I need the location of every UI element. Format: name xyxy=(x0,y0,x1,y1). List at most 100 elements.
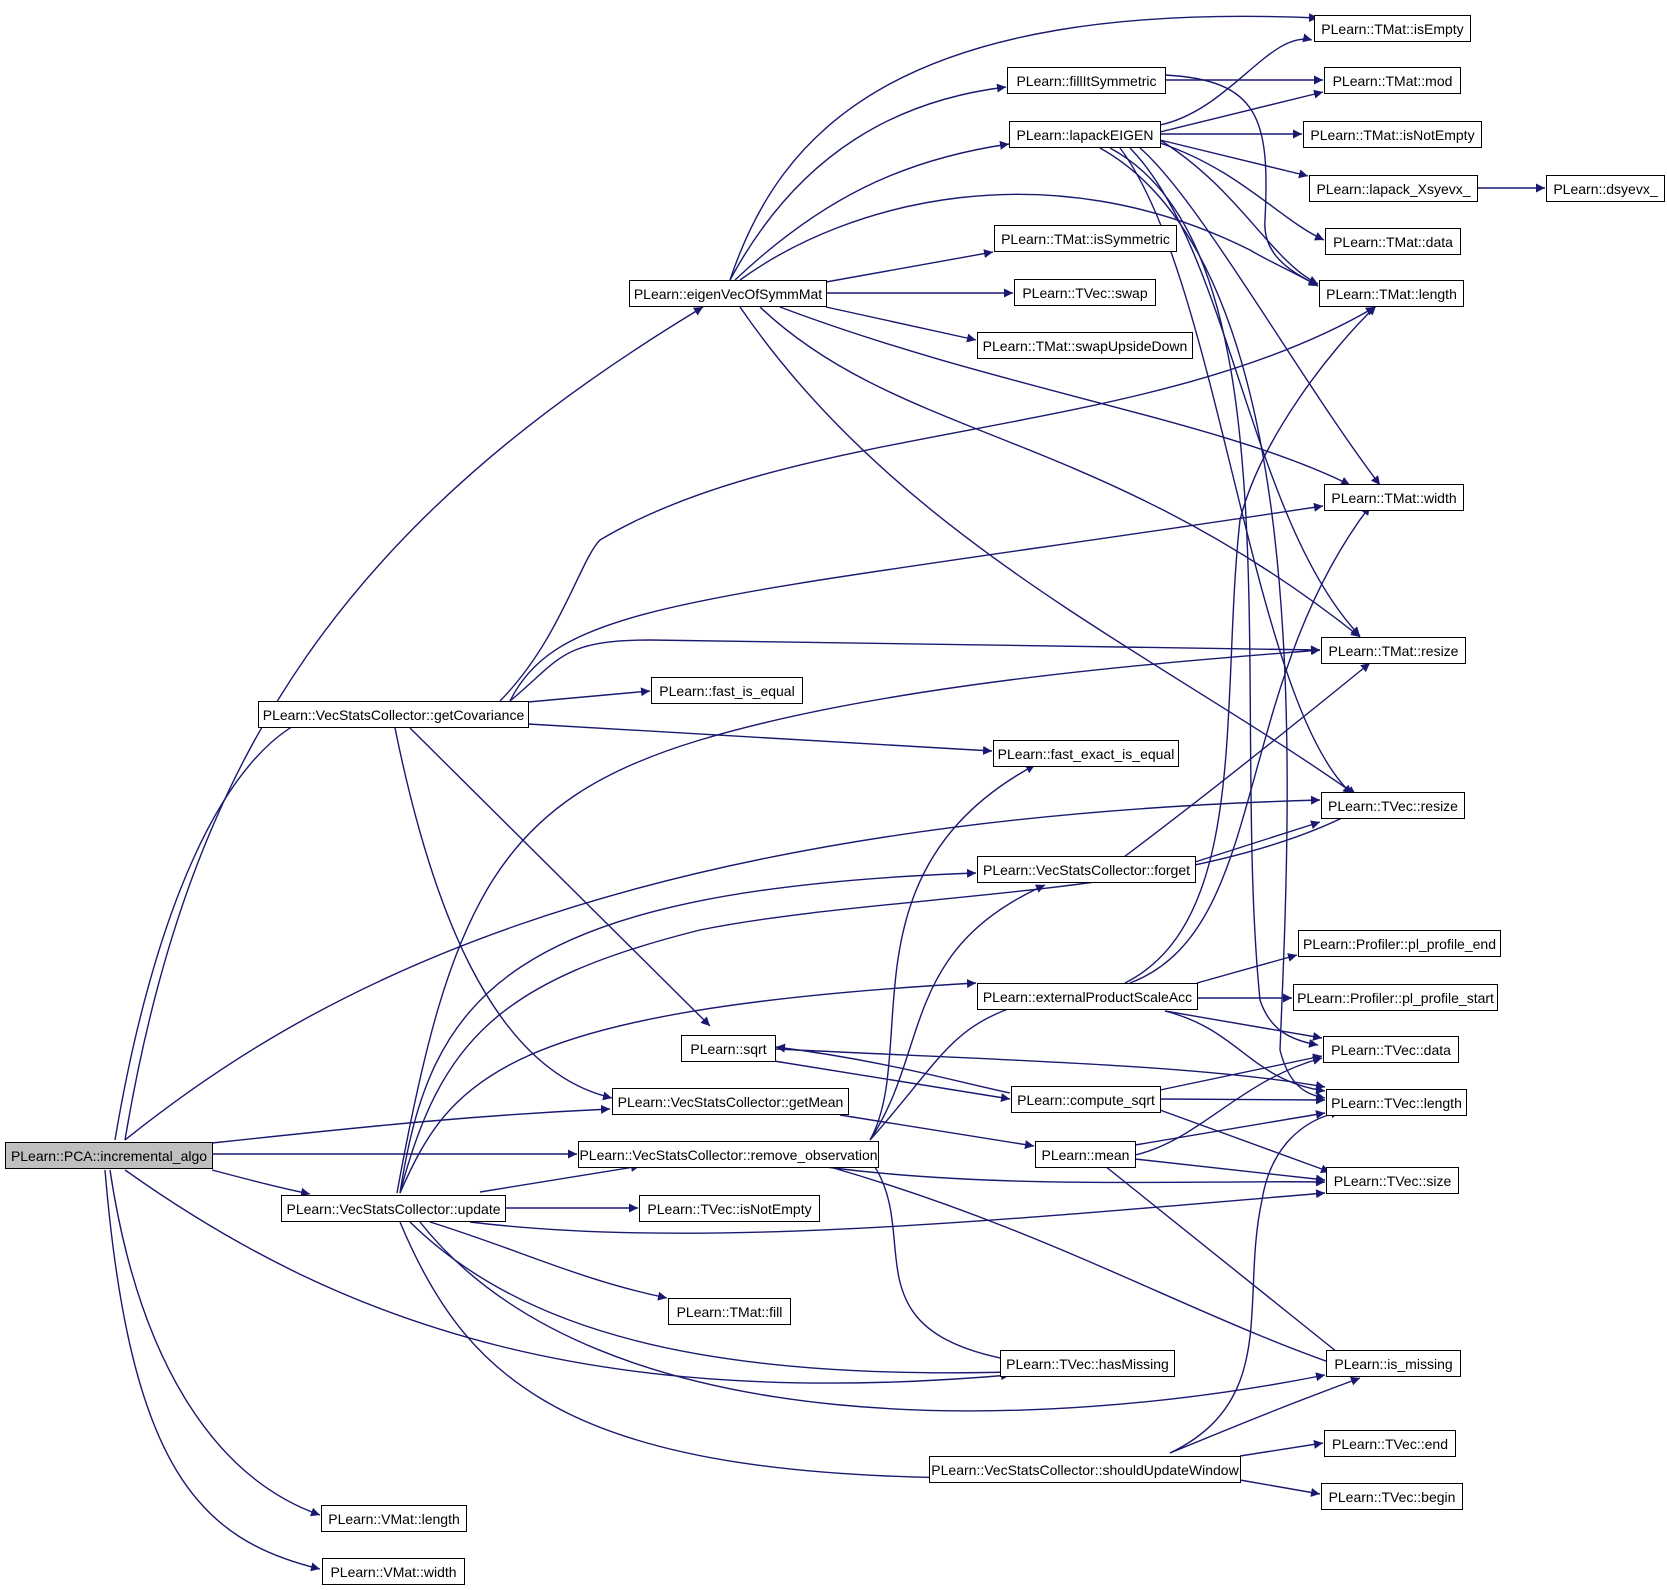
node-tmat-resize[interactable]: PLearn::TMat::resize xyxy=(1321,637,1466,664)
node-pl-profile-end[interactable]: PLearn::Profiler::pl_profile_end xyxy=(1298,930,1501,957)
edge-shouldupdate-ismissing xyxy=(1169,1376,1361,1454)
node-tmat-issymmetric[interactable]: PLearn::TMat::isSymmetric xyxy=(994,225,1177,252)
edge-lapackeigen-tmatdata xyxy=(1159,142,1325,241)
edge-getmean-mean xyxy=(839,1114,1035,1150)
edge-root-eigen xyxy=(124,306,704,1141)
node-vecstats-update[interactable]: PLearn::VecStatsCollector::update xyxy=(281,1195,506,1222)
edge-root-getmean xyxy=(211,1104,611,1144)
edge-getcov-fastexact xyxy=(527,723,993,755)
edge-lapackeigen-mod xyxy=(1159,89,1324,133)
node-tvec-size[interactable]: PLearn::TVec::size xyxy=(1326,1167,1459,1194)
node-tmat-isnotempty[interactable]: PLearn::TMat::isNotEmpty xyxy=(1303,121,1482,148)
node-tmat-fill[interactable]: PLearn::TMat::fill xyxy=(668,1298,791,1325)
edge-extprod-tvecdata xyxy=(1164,1010,1323,1041)
edge-update-extprod xyxy=(399,979,977,1194)
node-tvec-begin[interactable]: PLearn::TVec::begin xyxy=(1321,1483,1463,1510)
node-getcovariance[interactable]: PLearn::VecStatsCollector::getCovariance xyxy=(258,701,529,728)
node-pl-profile-start[interactable]: PLearn::Profiler::pl_profile_start xyxy=(1293,984,1498,1011)
edge-sqrt-tveclength xyxy=(775,1048,1326,1090)
edge-computesqrt-sqrt xyxy=(775,1043,1011,1094)
node-tmat-data[interactable]: PLearn::TMat::data xyxy=(1325,228,1461,255)
node-lapackeigen[interactable]: PLearn::lapackEIGEN xyxy=(1009,121,1161,148)
node-tvec-isnotempty[interactable]: PLearn::TVec::isNotEmpty xyxy=(639,1195,820,1222)
edge-shouldupdate-tvecend xyxy=(1239,1439,1324,1457)
edge-shouldupdate-tvecbegin xyxy=(1239,1479,1321,1497)
edge-computesqrt-tvecdata xyxy=(1159,1053,1323,1091)
node-vmat-width[interactable]: PLearn::VMat::width xyxy=(322,1558,465,1585)
edge-lapackeigen-xsyevx xyxy=(1159,139,1309,179)
edge-lapackeigen-isempty xyxy=(1159,33,1313,126)
node-lapack-xsyevx[interactable]: PLearn::lapack_Xsyevx_ xyxy=(1309,175,1478,202)
edge-lapackeigen-tvecresize xyxy=(1119,147,1353,795)
node-fast-is-equal[interactable]: PLearn::fast_is_equal xyxy=(651,677,803,704)
edge-forget-tvecresize xyxy=(1194,820,1321,863)
edge-extprod-plend xyxy=(1196,953,1298,984)
edge-lapackeigen-tmatlength xyxy=(1159,139,1319,285)
edge-getcov-sqrt xyxy=(409,727,711,1027)
node-vecstats-remove-observation[interactable]: PLearn::VecStatsCollector::remove_observ… xyxy=(578,1141,879,1168)
edge-mean-ismissing xyxy=(1104,1165,1353,1365)
edge-eigen-tmatresize xyxy=(759,306,1361,638)
edge-lapackeigen-tmatwidth xyxy=(1139,147,1381,486)
node-fast-exact-is-equal[interactable]: PLearn::fast_exact_is_equal xyxy=(993,740,1179,767)
edge-fillsym-tmatlength xyxy=(1164,74,1319,287)
node-tmat-swapupsidedown[interactable]: PLearn::TMat::swapUpsideDown xyxy=(977,332,1193,359)
node-externalproductscaleacc[interactable]: PLearn::externalProductScaleAcc xyxy=(977,983,1198,1010)
edge-eigen-lapackeigen xyxy=(734,140,1010,281)
node-tvec-swap[interactable]: PLearn::TVec::swap xyxy=(1014,279,1156,306)
node-pca-incremental-algo[interactable]: PLearn::PCA::incremental_algo xyxy=(5,1142,213,1169)
node-vecstats-forget[interactable]: PLearn::VecStatsCollector::forget xyxy=(977,856,1196,883)
edge-update-tmatfill xyxy=(429,1221,668,1301)
edge-root-getcov xyxy=(114,709,326,1141)
edge-update-hasmissing xyxy=(409,1221,1011,1377)
node-sqrt[interactable]: PLearn::sqrt xyxy=(681,1035,776,1062)
edge-eigen-fillsym xyxy=(729,83,1007,281)
edge-update-tmatresize xyxy=(396,646,1321,1194)
node-tvec-hasmissing[interactable]: PLearn::TVec::hasMissing xyxy=(1000,1350,1175,1377)
edge-getcov-getmean xyxy=(394,727,613,1101)
edge-root-vmatwidth xyxy=(104,1169,321,1572)
node-vecstats-getmean[interactable]: PLearn::VecStatsCollector::getMean xyxy=(612,1088,849,1115)
edge-extprod-tveclength xyxy=(1164,1010,1326,1095)
edge-lapackeigen-tveclength xyxy=(1099,147,1326,1101)
node-tvec-resize[interactable]: PLearn::TVec::resize xyxy=(1321,792,1465,819)
edge-removeobs-ismissing xyxy=(829,1166,1353,1372)
edge-removeobs-forget xyxy=(869,884,1046,1141)
node-tmat-length[interactable]: PLearn::TMat::length xyxy=(1319,280,1464,307)
edge-root-update xyxy=(211,1169,311,1197)
edge-getcov-tmatresize xyxy=(509,639,1321,702)
edge-getcov-fastisequal xyxy=(527,687,651,703)
node-is-missing[interactable]: PLearn::is_missing xyxy=(1326,1350,1461,1377)
node-tvec-length[interactable]: PLearn::TVec::length xyxy=(1326,1089,1467,1116)
node-mean[interactable]: PLearn::mean xyxy=(1035,1141,1136,1168)
edge-update-removeobs xyxy=(479,1163,641,1193)
edge-sqrt-computesqrt xyxy=(773,1060,1011,1103)
node-tvec-end[interactable]: PLearn::TVec::end xyxy=(1324,1430,1456,1457)
edge-eigen-swapupside xyxy=(825,306,977,343)
edge-extprod-tmatlength xyxy=(1124,305,1377,984)
node-tvec-data[interactable]: PLearn::TVec::data xyxy=(1323,1036,1459,1063)
edge-mean-tveclength xyxy=(1134,1110,1326,1146)
node-compute-sqrt[interactable]: PLearn::compute_sqrt xyxy=(1011,1086,1161,1113)
edge-update-tvecresize xyxy=(399,805,1366,1194)
node-tmat-width[interactable]: PLearn::TMat::width xyxy=(1324,484,1464,511)
node-dsyevx[interactable]: PLearn::dsyevx_ xyxy=(1546,175,1665,202)
edge-root-tvecresize xyxy=(124,795,1321,1141)
node-tmat-isempty[interactable]: PLearn::TMat::isEmpty xyxy=(1314,15,1471,42)
node-fillitsymmetric[interactable]: PLearn::fillItSymmetric xyxy=(1007,67,1166,94)
edge-removeobs-hasmissing xyxy=(874,1166,1011,1363)
node-shouldupdatewindow[interactable]: PLearn::VecStatsCollector::shouldUpdateW… xyxy=(929,1456,1241,1483)
edge-removeobs-fastexact xyxy=(869,764,1036,1141)
edge-eigen-tmatlength xyxy=(739,193,1319,287)
edge-update-ismissing xyxy=(419,1221,1326,1412)
edge-extprod-tmatwidth xyxy=(1129,505,1371,984)
edge-getcov-tmatlength xyxy=(499,306,1376,702)
node-eigenvecofsymmmat[interactable]: PLearn::eigenVecOfSymmMat xyxy=(629,280,827,307)
node-tmat-mod[interactable]: PLearn::TMat::mod xyxy=(1324,67,1461,94)
edge-mean-tvecdata xyxy=(1134,1055,1323,1156)
edge-shouldupdate-tveclength xyxy=(1169,1109,1341,1454)
edge-getcov-tmatwidth xyxy=(509,502,1324,702)
node-vmat-length[interactable]: PLearn::VMat::length xyxy=(321,1505,467,1532)
